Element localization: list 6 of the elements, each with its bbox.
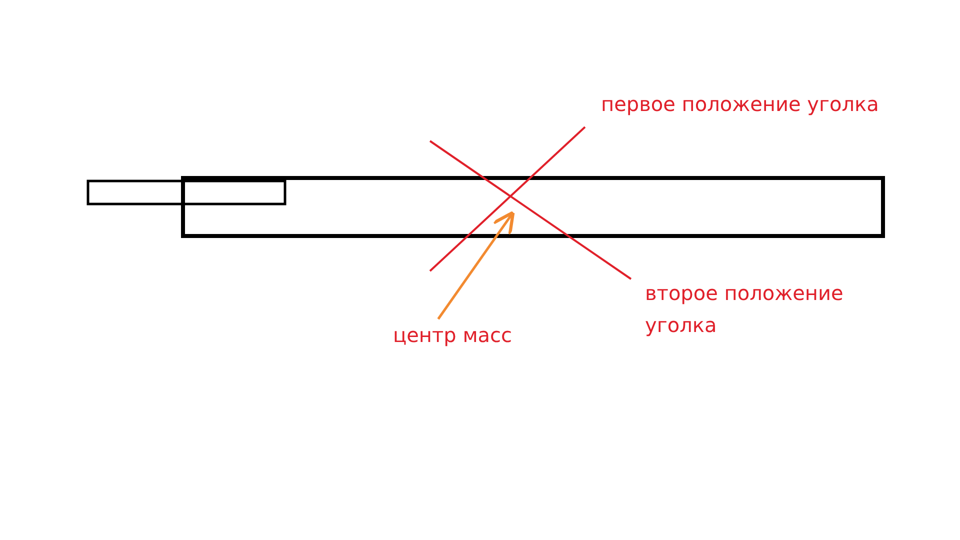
leader-arrow [437, 210, 515, 320]
text-label: центр масс [393, 319, 512, 351]
text-label: первое положение уголка [601, 91, 879, 118]
plank-rectangle [181, 176, 885, 238]
text-label: второе положение уголка [645, 280, 844, 339]
plank-rectangle [86, 180, 286, 206]
